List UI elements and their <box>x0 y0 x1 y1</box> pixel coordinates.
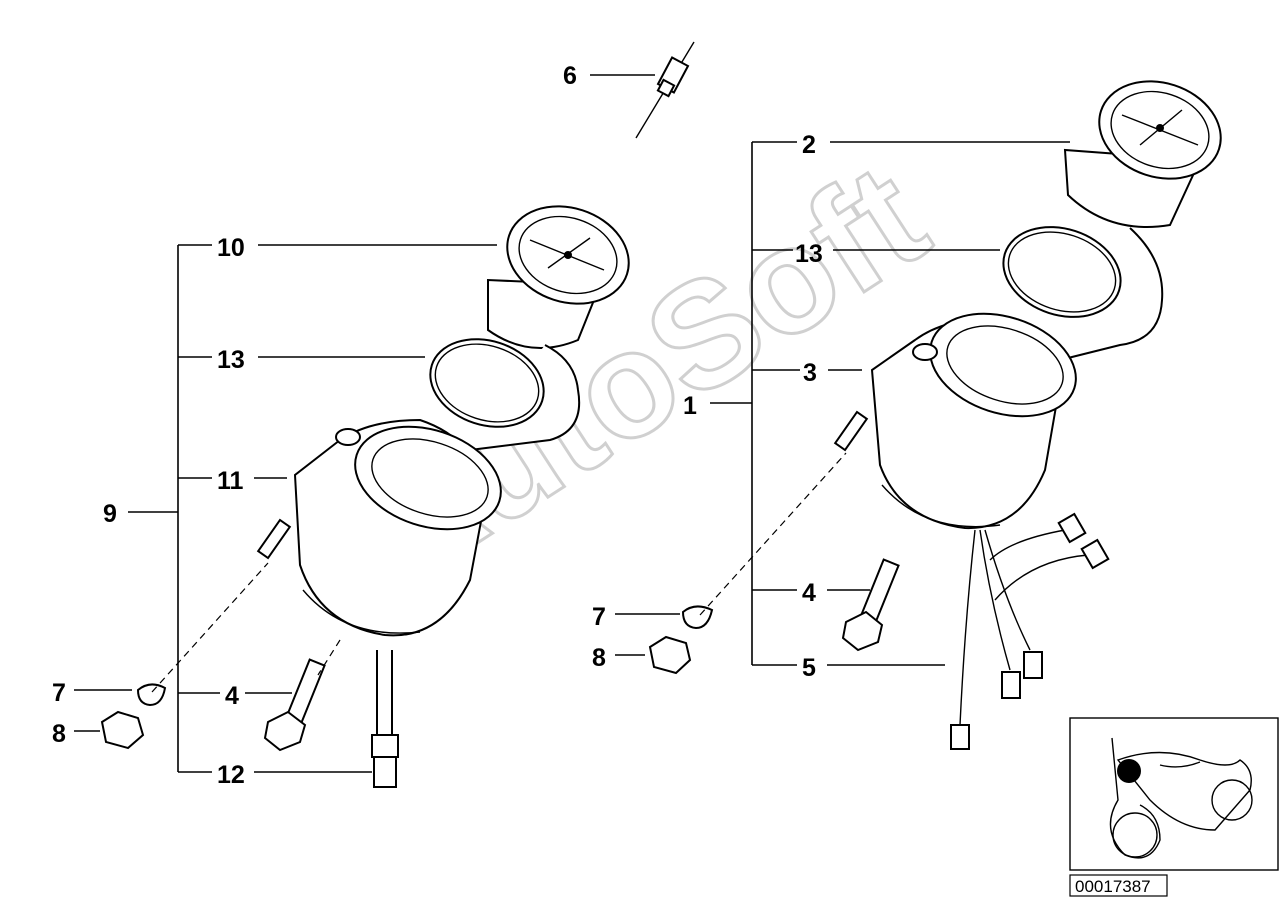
left-nut <box>100 710 145 750</box>
callout-4: 4 <box>225 682 239 710</box>
left-instrument-assembly <box>74 205 630 788</box>
callout-12: 12 <box>217 761 245 789</box>
location-marker <box>1117 759 1141 783</box>
callout-7: 7 <box>592 603 606 631</box>
rev-counter-gauge <box>487 205 630 349</box>
callout-labels: 6 10 13 11 9 7 4 8 12 2 13 3 1 4 7 8 5 <box>52 62 823 789</box>
callout-13: 13 <box>217 346 245 374</box>
left-washer <box>136 683 167 707</box>
left-bolt <box>263 658 326 752</box>
callout-11: 11 <box>217 467 244 495</box>
callout-4: 4 <box>802 579 816 607</box>
bulb <box>590 41 695 139</box>
right-bolt <box>841 558 900 652</box>
callout-5: 5 <box>802 654 816 682</box>
callout-8: 8 <box>52 720 66 748</box>
callout-10: 10 <box>217 234 245 262</box>
callout-9: 9 <box>103 500 117 528</box>
right-instrument-assembly <box>615 80 1222 750</box>
right-housing <box>833 312 1077 530</box>
reference-number: 00017387 <box>1075 877 1151 896</box>
locator-thumbnail: 00017387 <box>1069 717 1279 897</box>
right-washer <box>681 605 714 630</box>
callout-6: 6 <box>563 62 577 90</box>
callout-3: 3 <box>803 359 817 387</box>
callout-1: 1 <box>683 392 697 420</box>
left-housing <box>256 418 502 637</box>
callout-8: 8 <box>592 644 606 672</box>
callout-13: 13 <box>795 240 823 268</box>
speedometer-gauge <box>1063 80 1222 228</box>
callout-2: 2 <box>802 131 816 159</box>
callout-7: 7 <box>52 679 66 707</box>
right-nut <box>648 635 692 675</box>
